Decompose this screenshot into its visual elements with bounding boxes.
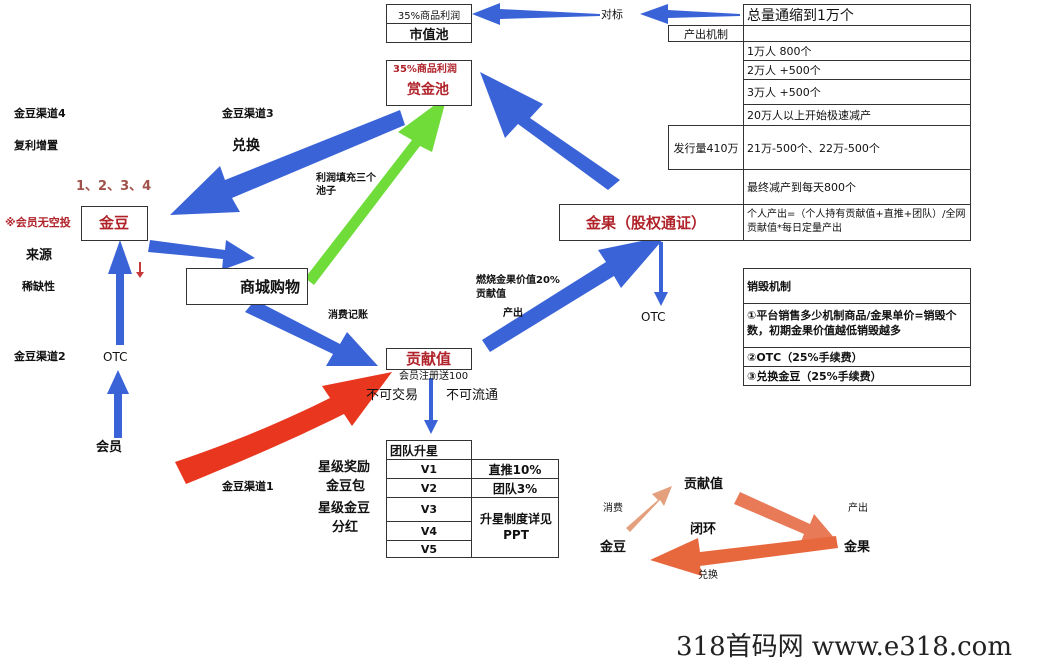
arrow-reward-to-bean: [170, 110, 405, 215]
personal-output-formula: 个人产出=（个人持有贡献值+直推+团队）/全网贡献值*每日定量产出: [747, 209, 966, 234]
destroy-item1: ①平台销售多少机制商品/金果单价=销毁个数，初期金果价值越低销毁越多: [747, 309, 957, 337]
level-v4: V4: [386, 521, 472, 541]
arrow-contribution-down: [424, 378, 438, 434]
production-row: 20万人以上开始极速减产: [743, 104, 971, 126]
contribution-box: [386, 348, 472, 370]
channel4-label: 金豆渠道4: [14, 107, 66, 120]
arrow-bean-small-red: [136, 262, 144, 278]
direct-push: 直推10%: [471, 459, 559, 479]
loop-bean-to-contribution: [626, 486, 672, 532]
golden-fruit-box: [559, 204, 745, 241]
compound-label: 复利增置: [14, 139, 58, 152]
no-airdrop-label: ※会员无空投: [5, 216, 71, 229]
arrow-member-to-otc: [107, 370, 129, 438]
reward-pool: 赏金池: [407, 82, 449, 98]
arrow-channel1-to-contribution: [175, 372, 392, 484]
bean-pack-label: 金豆包: [326, 479, 366, 494]
production-row: 3万人 +500个: [743, 79, 971, 105]
production-row: 21万-500个、22万-500个: [743, 125, 971, 170]
upgrade-detail: 升星制度详见PPT: [479, 512, 552, 542]
otc-left-label: OTC: [103, 350, 128, 364]
issuance-label: 发行量410万: [668, 125, 744, 170]
channel2-label: 金豆渠道2: [14, 350, 66, 363]
loop-contribution-to-fruit: [734, 492, 836, 544]
reward-pool-box: [386, 60, 472, 106]
star-bean-label: 星级金豆: [318, 501, 371, 516]
contribution-label: 贡献值: [406, 350, 452, 368]
source-label: 来源: [26, 248, 53, 263]
watermark: 318首码网 www.e318.com: [676, 632, 1012, 662]
arrow-otc-to-bean: [108, 240, 132, 345]
destroy-item1-box: [743, 303, 971, 348]
personal-output-box: [743, 204, 971, 241]
level-v2: V2: [386, 478, 472, 498]
destroy-title: 销毁机制: [743, 268, 971, 304]
loop-exchange: 兑换: [698, 570, 718, 581]
loop-fruit-to-bean: [650, 536, 838, 576]
upgrade-detail-box: [471, 497, 559, 558]
loop-consume: 消费: [603, 503, 623, 514]
arrow-fruit-to-otc: [654, 242, 668, 306]
loop-golden-fruit: 金果: [844, 540, 871, 555]
reward-pool-profit: 35%商品利润: [393, 64, 457, 75]
loop-contribution: 贡献值: [684, 477, 724, 492]
loop-closed: 闭环: [690, 522, 717, 537]
production-row-blank: [743, 25, 971, 42]
destroy-item2: ②OTC（25%手续费）: [743, 347, 971, 367]
produce-label: 产出: [503, 308, 523, 319]
market-pool-profit: 35%商品利润: [386, 4, 472, 24]
mall-box: [186, 268, 308, 305]
arrow-contribution-to-fruit: [482, 236, 666, 352]
level-v3: V3: [386, 497, 472, 522]
register-gift-label: 会员注册送100: [399, 371, 469, 382]
arrow-benchmark-to-market: [472, 3, 600, 25]
arrow-fruit-to-reward: [480, 72, 620, 190]
level-v1: V1: [386, 459, 472, 479]
production-row: 最终减产到每天800个: [743, 169, 971, 205]
channel1-label: 金豆渠道1: [222, 480, 274, 493]
consume-record-label: 消费记账: [328, 310, 368, 321]
not-circulate-label: 不可流通: [446, 388, 499, 403]
exchange-label: 兑换: [232, 138, 260, 154]
production-row: 2万人 +500个: [743, 60, 971, 80]
channel3-label: 金豆渠道3: [222, 107, 274, 120]
scarcity-label: 稀缺性: [22, 280, 55, 293]
arrow-mall-to-reward: [305, 96, 447, 285]
arrow-mall-to-contribution: [245, 300, 378, 366]
dividend-label: 分红: [332, 520, 359, 535]
benchmark-label: 对标: [601, 8, 623, 21]
team-percent: 团队3%: [471, 478, 559, 498]
destroy-item3: ③兑换金豆（25%手续费）: [743, 366, 971, 386]
member-label: 会员: [96, 440, 123, 455]
star-reward-label: 星级奖励: [318, 460, 371, 475]
otc-right-label: OTC: [641, 310, 666, 324]
golden-bean-label: 金豆: [99, 214, 130, 232]
burn-label: 燃烧金果价值20%贡献值: [476, 275, 560, 300]
mall-label: 商城购物: [240, 278, 301, 296]
level-v5: V5: [386, 540, 472, 558]
production-title: 总量通缩到1万个: [743, 4, 971, 26]
arrow-total-to-benchmark: [640, 4, 740, 24]
team-title: 团队升星: [386, 440, 472, 460]
production-mechanism-label: 产出机制: [668, 25, 744, 42]
market-pool: 市值池: [386, 23, 472, 43]
arrow-bean-to-mall: [148, 240, 255, 270]
golden-fruit-label: 金果（股权通证）: [586, 214, 707, 232]
golden-bean-box: [81, 206, 148, 241]
production-row: 1万人 800个: [743, 41, 971, 61]
loop-golden-bean: 金豆: [600, 540, 627, 555]
profit-fill-label: 利润填充三个池子: [316, 173, 376, 197]
not-tradable-label: 不可交易: [366, 388, 419, 403]
loop-produce: 产出: [848, 503, 868, 514]
numbers-label: 1、2、3、4: [76, 179, 152, 194]
